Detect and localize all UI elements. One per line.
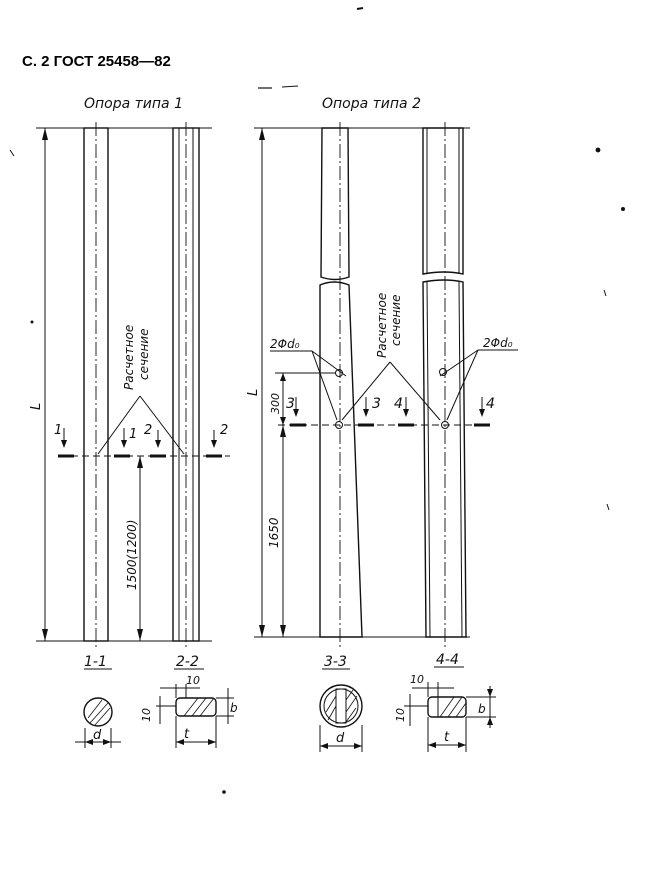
svg-text:1650: 1650 [267,517,281,548]
support-1-length-dimension: L [29,128,48,641]
svg-text:1: 1 [54,423,62,438]
svg-text:3: 3 [286,396,295,412]
section-2-2: 2-2 10 b 10 [140,654,238,748]
section-3-3: 3-3 d [319,654,363,752]
svg-text:3-3: 3-3 [324,654,347,670]
support-2-flat-pole [422,122,467,650]
cut-mark-1-left: 1 [54,423,74,458]
svg-text:1-1: 1-1 [84,654,107,670]
cut-mark-2-left: 2 [144,423,166,458]
svg-text:L: L [246,389,261,396]
svg-text:3: 3 [372,396,381,412]
svg-text:2Φd₀: 2Φd₀ [483,336,513,350]
page-header: С. 2 ГОСТ 25458—82 [22,53,171,70]
svg-text:2: 2 [220,423,228,438]
cut-mark-4-left: 4 [394,396,414,427]
support-type-2: Опора типа 2 L [246,96,518,752]
svg-text:d: d [336,731,345,746]
section-4-4: 4-4 10 b 10 [394,652,496,752]
support-1-length-label: L [29,403,44,410]
support-2-title: Опора типа 2 [322,96,421,112]
svg-text:сечение: сечение [389,295,403,346]
support-2-section-callout: Расчетное сечение [341,293,441,421]
svg-text:1500(1200): 1500(1200) [125,520,139,590]
support-2-round-pole [319,122,363,650]
hole-callout-right: 2Φd₀ [439,336,518,421]
support-2-length-dimension: L [246,128,265,637]
svg-text:Расчетное: Расчетное [122,325,136,390]
support-type-1: Опора типа 1 L [29,96,238,748]
hole-callout-left: 2Φd₀ [270,337,347,421]
cut-mark-4-right: 4 [474,396,495,427]
svg-text:d: d [93,728,102,743]
section-1-1: 1-1 d [75,654,121,748]
svg-text:2-2: 2-2 [176,654,199,670]
support-1-height-dimension: 1500(1200) [125,456,143,641]
support-1-round-pole [83,122,109,648]
support-1-title: Опора типа 1 [84,96,183,112]
svg-text:10: 10 [410,673,424,686]
support-1-flat-pole [172,122,200,648]
cut-mark-2-right: 2 [206,423,228,458]
cut-mark-3-right: 3 [358,396,381,427]
svg-text:сечение: сечение [137,329,151,380]
svg-text:b: b [230,701,238,715]
svg-text:t: t [184,727,190,742]
svg-text:4: 4 [486,396,495,412]
svg-text:300: 300 [269,393,282,414]
svg-text:4: 4 [394,396,403,412]
svg-text:1: 1 [129,427,137,442]
svg-text:10: 10 [186,674,200,687]
scan-specks [9,7,625,794]
cut-mark-1-right: 1 [114,427,137,458]
svg-text:b: b [478,702,486,716]
cut-mark-3-left: 3 [286,396,306,427]
svg-text:4-4: 4-4 [436,652,459,668]
svg-text:2: 2 [144,423,152,438]
svg-text:t: t [444,730,450,745]
support-1-section-callout: Расчетное сечение [97,325,185,455]
dim-300: 300 [269,372,336,425]
svg-text:2Φd₀: 2Φd₀ [270,337,300,351]
svg-text:10: 10 [394,708,407,722]
svg-text:10: 10 [140,708,153,722]
svg-text:Расчетное: Расчетное [375,293,389,358]
dim-1650: 1650 [267,425,286,637]
